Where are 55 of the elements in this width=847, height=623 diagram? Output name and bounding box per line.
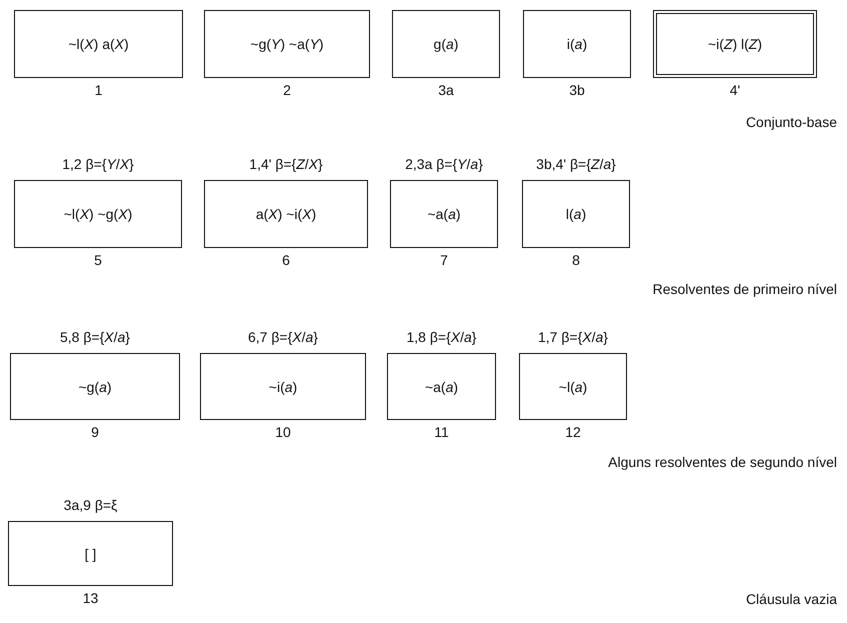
resolution-note: 3a,9 β=ξ [64, 497, 118, 513]
clause-box [204, 180, 368, 248]
clause-formula: ~l(X) ~g(X) [64, 206, 132, 222]
clause-number: 3a [438, 82, 454, 98]
clause-box [523, 10, 631, 78]
clause-formula: ~g(Y) ~a(Y) [250, 36, 324, 52]
clause-number: 10 [275, 424, 291, 440]
clause-number: 8 [572, 252, 580, 268]
clause-formula: l(a) [566, 206, 586, 222]
resolution-note: 1,2 β={Y/X} [62, 156, 134, 172]
clause-number: 5 [94, 252, 102, 268]
resolution-note: 2,3a β={Y/a} [405, 156, 483, 172]
clause-number: 3b [569, 82, 585, 98]
clause-number: 11 [434, 424, 449, 440]
clause-number: 4' [730, 82, 740, 98]
clause-box [653, 10, 817, 78]
clause-formula: ~g(a) [78, 378, 112, 394]
clause-box [204, 10, 370, 78]
clause-number: 6 [282, 252, 290, 268]
clause-number: 1 [94, 82, 102, 98]
clause-box [200, 353, 366, 420]
clause-number: 2 [283, 82, 291, 98]
clause-formula: a(X) ~i(X) [256, 206, 316, 222]
clause-formula: [ ] [84, 546, 96, 562]
level-caption: Conjunto-base [746, 114, 837, 130]
resolution-note: 5,8 β={X/a} [60, 329, 130, 345]
resolution-note: 6,7 β={X/a} [248, 329, 318, 345]
resolution-note: 1,8 β={X/a} [406, 329, 476, 345]
level-caption: Resolventes de primeiro nível [652, 281, 837, 297]
resolution-note: 3b,4' β={Z/a} [536, 156, 616, 172]
resolution-note: 1,4' β={Z/X} [249, 156, 323, 172]
clause-formula: ~i(Z) l(Z) [708, 36, 762, 52]
clause-box [390, 180, 498, 248]
clause-formula: ~l(a) [558, 378, 588, 394]
clause-formula: i(a) [566, 36, 588, 52]
resolution-note: 1,7 β={X/a} [538, 329, 608, 345]
clause-formula: ~a(a) [427, 206, 461, 222]
clause-formula: ~l(X) a(X) [68, 36, 129, 52]
level-caption: Alguns resolventes de segundo nível [608, 454, 837, 470]
clause-box [10, 353, 180, 420]
clause-formula: ~a(a) [424, 378, 458, 394]
clause-box [392, 10, 500, 78]
clause-number: 9 [91, 424, 99, 440]
clause-number: 7 [440, 252, 448, 268]
clause-box [14, 180, 182, 248]
clause-formula: ~i(a) [268, 378, 298, 394]
clause-number: 12 [565, 424, 581, 440]
clause-formula: g(a) [434, 36, 458, 52]
level-caption: Cláusula vazia [746, 591, 837, 607]
clause-box [519, 353, 627, 420]
clause-box [8, 521, 173, 586]
clause-number: 13 [82, 590, 98, 606]
clause-box [387, 353, 496, 420]
clause-box [14, 10, 183, 78]
clause-box [522, 180, 630, 248]
